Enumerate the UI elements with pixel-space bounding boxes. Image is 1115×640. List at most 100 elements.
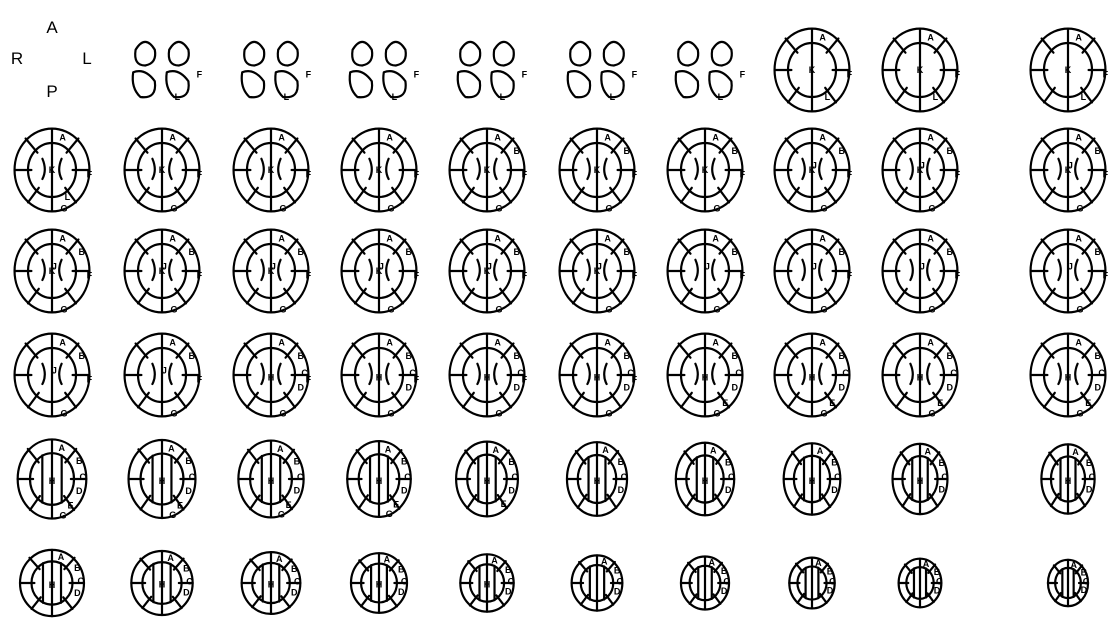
region-label: G: [279, 408, 286, 418]
region-label: G: [278, 510, 285, 520]
region-label: B: [732, 146, 739, 156]
region-label: A: [167, 553, 174, 563]
region-label: K: [376, 165, 383, 175]
region-label: F: [197, 271, 203, 281]
region-label: A: [386, 234, 393, 244]
brain-slice: FL: [350, 42, 420, 102]
region-label: F: [197, 70, 203, 80]
region-label: C: [77, 576, 84, 586]
region-label: F: [1103, 170, 1109, 180]
region-label: F: [522, 271, 528, 281]
region-label: L: [65, 192, 71, 202]
region-label: C: [294, 576, 301, 586]
region-label: E: [722, 398, 728, 408]
orientation-left: L: [82, 49, 91, 68]
region-label: F: [847, 170, 853, 180]
brain-slice: ABCDHEG: [775, 334, 850, 419]
region-label: B: [74, 563, 81, 573]
region-label: K: [594, 266, 601, 276]
region-label: B: [618, 457, 625, 467]
region-label: B: [1095, 146, 1102, 156]
region-label: H: [1065, 372, 1072, 382]
region-label: A: [817, 446, 824, 456]
region-label: D: [839, 383, 846, 393]
region-label: B: [1095, 351, 1102, 361]
region-label: E: [1085, 398, 1091, 408]
region-label: F: [306, 170, 312, 180]
region-label: E: [67, 501, 73, 511]
region-label: L: [1081, 92, 1087, 102]
region-label: G: [820, 408, 827, 418]
region-label: F: [632, 375, 638, 385]
region-label: J: [812, 262, 817, 272]
region-label: A: [58, 552, 65, 562]
brain-slice: ABKFG: [450, 129, 528, 214]
region-label: D: [185, 486, 192, 496]
region-label: G: [1076, 408, 1083, 418]
region-label: H: [268, 476, 275, 486]
region-label: E: [286, 500, 292, 510]
region-label: F: [414, 271, 420, 281]
region-label: A: [604, 133, 611, 143]
region-label: A: [924, 447, 931, 457]
region-label: H: [159, 580, 166, 590]
region-label: H: [917, 476, 924, 486]
region-label: H: [159, 476, 166, 486]
region-label: F: [632, 70, 638, 80]
region-label: D: [934, 585, 941, 595]
region-label: D: [827, 586, 834, 596]
region-label: D: [614, 586, 621, 596]
region-label: B: [76, 456, 83, 466]
region-label: H: [594, 476, 601, 486]
region-label: D: [298, 383, 305, 393]
region-label: F: [87, 170, 93, 180]
brain-slice: ABCDH: [20, 550, 84, 616]
brain-slice: ABJKFG: [15, 230, 93, 315]
region-label: K: [809, 65, 816, 75]
region-label: A: [923, 559, 930, 569]
brain-slice: ABCDH: [131, 551, 193, 615]
region-label: D: [508, 485, 515, 495]
orientation-anterior: A: [46, 18, 58, 37]
region-label: A: [819, 338, 826, 348]
region-label: G: [1076, 203, 1083, 213]
region-label: H: [809, 372, 816, 382]
region-label: A: [59, 338, 66, 348]
region-label: D: [618, 485, 625, 495]
region-label: G: [713, 408, 720, 418]
region-label: H: [917, 372, 924, 382]
region-label: G: [495, 408, 502, 418]
region-label: F: [847, 70, 853, 80]
brain-slice: ABCDH: [460, 554, 514, 611]
region-label: B: [189, 351, 196, 361]
region-label: G: [820, 203, 827, 213]
region-label: D: [1081, 585, 1088, 595]
region-label: K: [1065, 65, 1072, 75]
region-label: G: [386, 509, 393, 519]
region-label: B: [185, 456, 192, 466]
brain-slice: FL: [133, 42, 203, 102]
region-label: A: [491, 556, 498, 566]
region-label: F: [522, 70, 528, 80]
region-label: A: [712, 234, 719, 244]
brain-slice: FL: [242, 42, 312, 102]
region-label: D: [183, 588, 190, 598]
region-label: C: [950, 368, 957, 378]
region-label: H: [484, 580, 491, 590]
region-label: D: [725, 485, 732, 495]
region-label: A: [59, 133, 66, 143]
region-label: B: [934, 567, 941, 577]
region-label: J: [1068, 262, 1073, 272]
region-label: G: [713, 304, 720, 314]
region-label: K: [49, 165, 56, 175]
region-label: G: [387, 304, 394, 314]
